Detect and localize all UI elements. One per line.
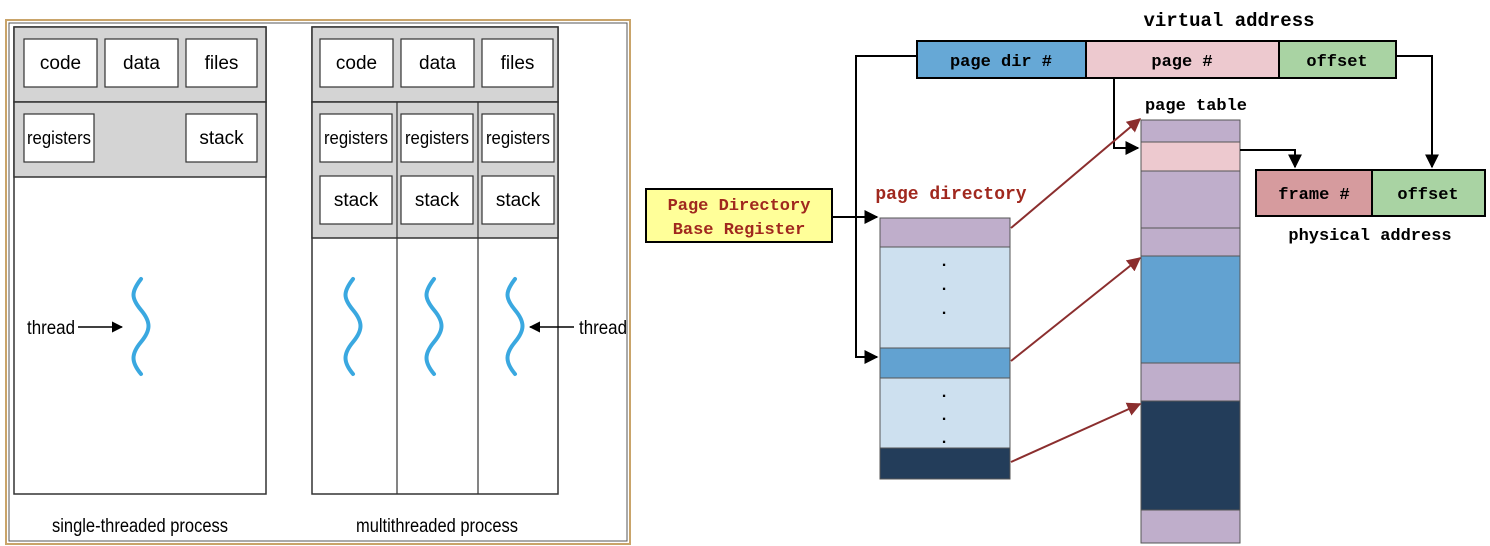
page-dir-index-arrow (855, 55, 917, 364)
multi-code-label: code (336, 53, 377, 74)
ellipsis-dot: . (939, 384, 949, 402)
virtual-address-title: virtual address (1143, 10, 1314, 32)
multi-thread-squiggle (505, 277, 525, 376)
single-thread-label: thread (27, 318, 75, 339)
single-stack-box (185, 113, 258, 163)
single-data-label: data (123, 53, 160, 74)
page-dir-field-label: page dir # (950, 53, 1052, 72)
dir-to-table-arrow (1010, 257, 1142, 362)
page-table-entry (1140, 400, 1241, 511)
multithreaded-process: code data files registers registers regi… (311, 26, 627, 537)
frame-arrow (1240, 149, 1302, 169)
single-registers-label: registers (27, 128, 91, 148)
single-stack-label: stack (199, 128, 244, 149)
page-directory-entry (879, 246, 1011, 349)
physical-address-title: physical address (1288, 227, 1451, 246)
frame-field-label: frame # (1278, 186, 1349, 205)
ellipsis-dot: . (939, 301, 949, 319)
physical-offset-field (1371, 169, 1486, 217)
page-directory-entry (879, 347, 1011, 379)
page-field (1085, 40, 1280, 79)
page-table-entry (1140, 170, 1241, 229)
multi-stack-box (481, 175, 555, 225)
offset-arrow (1396, 55, 1439, 169)
dir-to-table-arrow (1010, 118, 1142, 229)
multi-registers-box (481, 113, 555, 163)
page-directory-label: page directory (875, 185, 1026, 205)
single-data-box (104, 38, 179, 88)
threads-outer-frame (5, 19, 631, 545)
multi-stack-label: stack (496, 190, 541, 211)
physical-offset-field-label: offset (1397, 186, 1458, 205)
page-table-entry (1140, 255, 1241, 364)
multi-thread-label: thread (579, 318, 627, 339)
ellipsis-dot: . (939, 253, 949, 271)
multi-data-label: data (419, 53, 456, 74)
paging-diagram: virtual address page dir # page # offset… (645, 10, 1486, 544)
page-field-label: page # (1151, 53, 1212, 72)
single-threaded-process: code data files registers stack thread s… (13, 26, 267, 537)
multi-thread-squiggle (343, 277, 363, 376)
multi-thread-squiggle (424, 277, 444, 376)
page-directory-entry (879, 217, 1011, 248)
page-table (1140, 119, 1241, 544)
offset-field (1278, 40, 1397, 79)
multi-stack-label: stack (415, 190, 460, 211)
multi-caption: multithreaded process (356, 516, 518, 537)
offset-field-label: offset (1306, 53, 1367, 72)
page-table-entry (1140, 119, 1241, 143)
page-table-entry (1140, 141, 1241, 172)
ellipsis-dot: . (939, 407, 949, 425)
page-directory-table: . . . . . . (879, 217, 1011, 480)
page-dir-field (916, 40, 1087, 79)
base-register-box (645, 188, 833, 243)
multi-registers-label: registers (405, 128, 469, 148)
multi-code-box (319, 38, 394, 88)
multi-registers-box (400, 113, 474, 163)
threads-diagram: code data files registers stack thread s… (5, 19, 631, 545)
multi-files-label: files (501, 53, 535, 74)
ellipsis-dot: . (939, 277, 949, 295)
ellipsis-dot: . (939, 430, 949, 448)
page-directory-entry (879, 447, 1011, 480)
multi-data-box (400, 38, 475, 88)
page-index-arrow (1113, 78, 1140, 155)
multi-registers-label: registers (486, 128, 550, 148)
page-table-entry (1140, 362, 1241, 402)
multi-stack-label: stack (334, 190, 379, 211)
multi-stack-box (400, 175, 474, 225)
base-register-line1: Page Directory (668, 197, 811, 216)
base-register-line2: Base Register (673, 221, 806, 240)
single-caption: single-threaded process (52, 516, 228, 537)
multi-files-box (481, 38, 554, 88)
single-files-box (185, 38, 258, 88)
page-table-entry (1140, 509, 1241, 544)
page-table-label: page table (1145, 97, 1247, 116)
single-files-label: files (205, 53, 239, 74)
multi-registers-label: registers (324, 128, 388, 148)
single-code-box (23, 38, 98, 88)
single-thread-squiggle (131, 277, 151, 376)
multi-stack-box (319, 175, 393, 225)
single-code-label: code (40, 53, 81, 74)
multi-registers-box (319, 113, 393, 163)
dir-to-table-arrow (1010, 402, 1142, 463)
threads-inner-frame (8, 22, 628, 542)
page-table-entry (1140, 227, 1241, 257)
single-registers-box (23, 113, 95, 163)
